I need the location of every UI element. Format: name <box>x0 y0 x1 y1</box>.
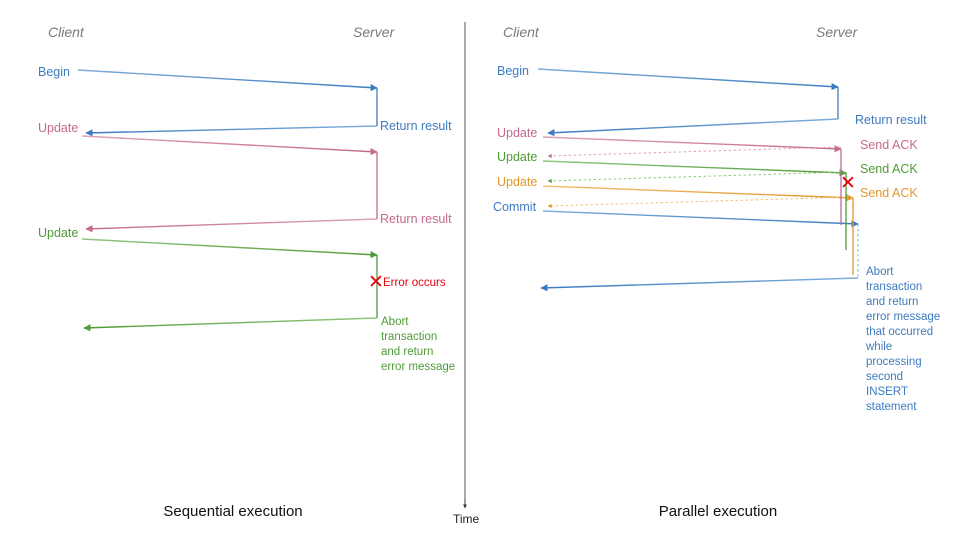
activation-bars-layer <box>376 87 859 318</box>
parallel-return-result <box>547 118 839 137</box>
parallel-send-ack-1 <box>547 146 842 158</box>
svg-text:error message: error message <box>381 361 455 373</box>
parallel-return-result-label: Return result <box>855 113 927 127</box>
parallel-client-lane-label: Client <box>503 24 540 40</box>
sequential-begin-request-label: Begin <box>38 65 70 79</box>
labels-layer: Time Sequential execution Parallel executi… <box>38 24 940 526</box>
parallel-begin-request <box>537 68 839 91</box>
sequential-update-request-2-label: Update <box>38 226 78 240</box>
parallel-send-ack-3 <box>547 196 854 208</box>
error-markers-layer: ✕✕ <box>368 173 856 293</box>
sequential-return-result-2-label: Return result <box>380 212 452 226</box>
sequential-error-x-mark: ✕ <box>368 272 384 293</box>
svg-text:Abort: Abort <box>381 316 409 328</box>
sequential-abort-return <box>83 317 378 332</box>
time-axis-label: Time <box>453 512 480 526</box>
parallel-begin-request-label: Begin <box>497 64 529 78</box>
sequential-update-request-1 <box>81 135 378 156</box>
sequential-return-result-2 <box>85 218 378 233</box>
svg-text:second: second <box>866 371 903 383</box>
svg-text:processing: processing <box>866 356 922 368</box>
svg-text:INSERT: INSERT <box>866 386 908 398</box>
parallel-update-request-1 <box>542 136 842 153</box>
sequential-server-lane-label: Server <box>353 24 396 40</box>
parallel-error-x-mark: ✕ <box>840 173 856 194</box>
sequential-update-request-2 <box>81 238 378 259</box>
parallel-commit-request <box>542 210 859 228</box>
parallel-commit-request-label: Commit <box>493 200 537 214</box>
svg-text:error message: error message <box>866 311 940 323</box>
parallel-update-request-3 <box>542 185 854 202</box>
parallel-update-request-2-label: Update <box>497 150 537 164</box>
parallel-send-ack-1-label: Send ACK <box>860 138 918 152</box>
svg-text:statement: statement <box>866 401 917 413</box>
parallel-server-lane-label: Server <box>816 24 859 40</box>
parallel-update-request-2 <box>542 160 847 177</box>
left-caption: Sequential execution <box>163 503 302 520</box>
svg-text:that occurred: that occurred <box>866 326 933 338</box>
svg-text:and return: and return <box>381 346 433 358</box>
sequential-abort-transaction-note: Abort transaction and return error message <box>381 316 455 373</box>
sequential-update-request-1-label: Update <box>38 121 78 135</box>
parallel-send-ack-2-label: Send ACK <box>860 162 918 176</box>
message-arrows-layer <box>77 68 859 332</box>
sequential-begin-request <box>77 69 378 92</box>
svg-text:Abort: Abort <box>866 266 894 278</box>
svg-text:while: while <box>865 341 892 353</box>
svg-text:and return: and return <box>866 296 918 308</box>
sequential-return-result-1 <box>85 125 378 137</box>
parallel-update-request-1-label: Update <box>497 126 537 140</box>
parallel-abort-transaction-note: Abort transaction and return error message t… <box>865 266 940 413</box>
svg-text:Error occurs: Error occurs <box>383 277 446 289</box>
parallel-send-ack-3-label: Send ACK <box>860 186 918 200</box>
parallel-send-ack-2 <box>547 171 847 183</box>
parallel-update-request-3-label: Update <box>497 175 537 189</box>
svg-text:transaction: transaction <box>381 331 437 343</box>
sequential-client-lane-label: Client <box>48 24 85 40</box>
right-caption: Parallel execution <box>659 503 777 520</box>
sequential-error-occurs-note: Error occurs <box>383 277 446 289</box>
parallel-abort-return <box>540 277 859 292</box>
svg-text:transaction: transaction <box>866 281 922 293</box>
sequential-return-result-1-label: Return result <box>380 119 452 133</box>
